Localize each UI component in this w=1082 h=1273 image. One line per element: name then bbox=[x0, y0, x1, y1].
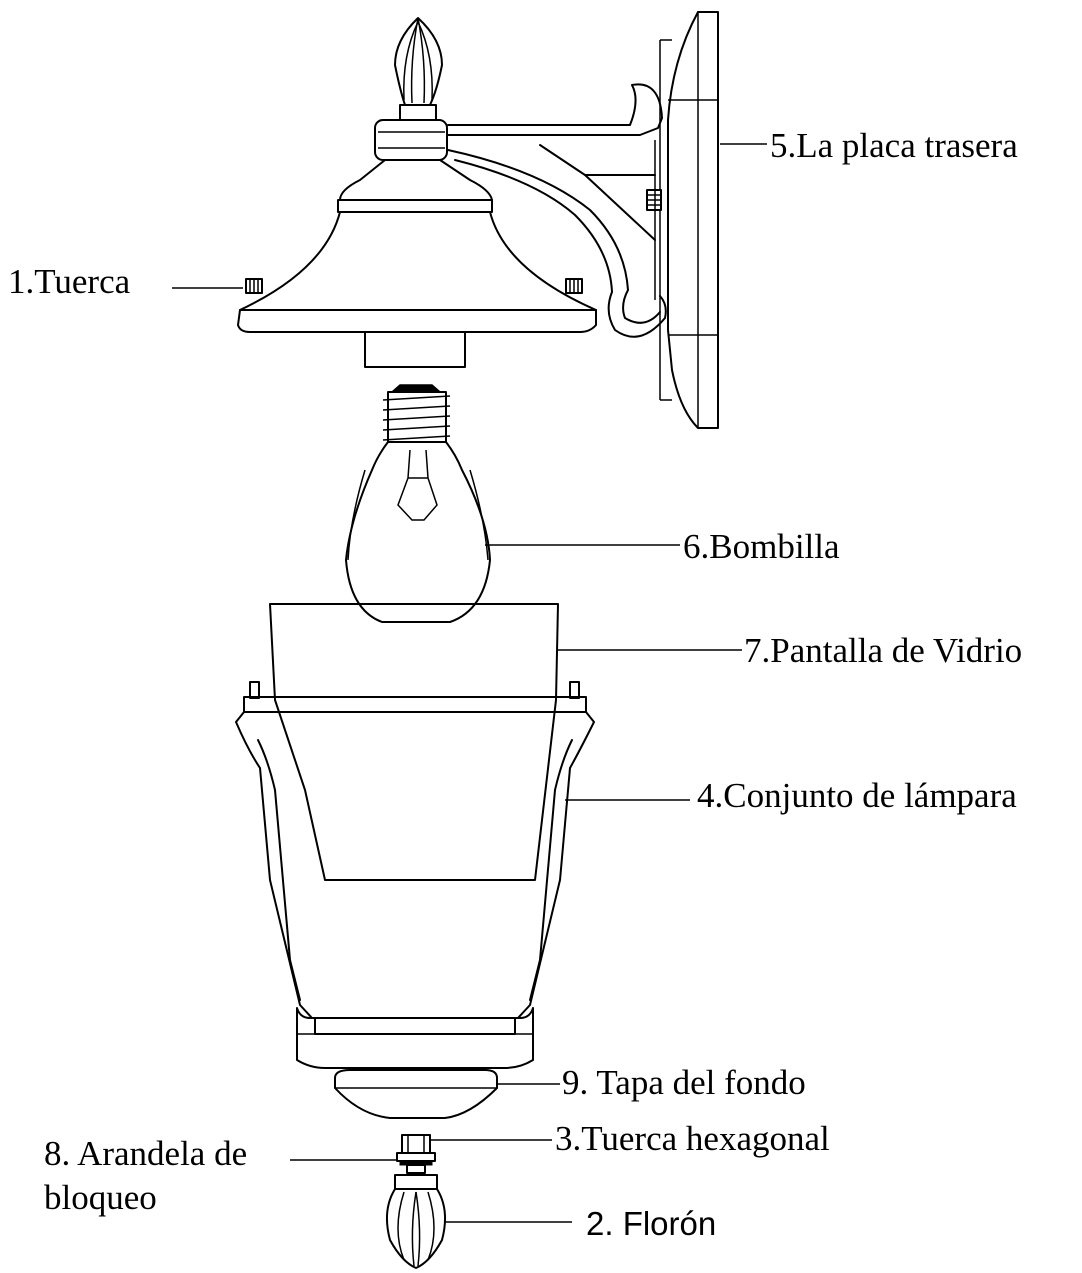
label-tuerca-hexagonal: 3.Tuerca hexagonal bbox=[555, 1119, 830, 1158]
label-arandela-line1: 8. Arandela de bbox=[44, 1134, 247, 1173]
label-arandela-line2: bloqueo bbox=[44, 1178, 157, 1217]
back-plate bbox=[646, 11, 719, 429]
bottom-cap bbox=[334, 1069, 498, 1119]
mounting-arm bbox=[447, 83, 667, 338]
label-conjunto-lampara: 4.Conjunto de lámpara bbox=[697, 776, 1017, 815]
top-finial bbox=[374, 17, 448, 161]
bulb bbox=[345, 384, 491, 623]
label-pantalla-vidrio: 7.Pantalla de Vidrio bbox=[744, 631, 1022, 670]
label-bombilla: 6.Bombilla bbox=[683, 527, 840, 566]
label-floron: 2. Florón bbox=[586, 1205, 716, 1242]
label-tuerca: 1.Tuerca bbox=[8, 262, 131, 301]
hardware-bottom bbox=[385, 1134, 447, 1269]
lamp-body bbox=[235, 681, 595, 1069]
canopy bbox=[237, 159, 597, 368]
leader-lines bbox=[172, 143, 767, 1223]
glass-shade bbox=[269, 603, 559, 881]
label-placa-trasera: 5.La placa trasera bbox=[770, 126, 1018, 165]
label-tapa-fondo: 9. Tapa del fondo bbox=[562, 1063, 806, 1102]
